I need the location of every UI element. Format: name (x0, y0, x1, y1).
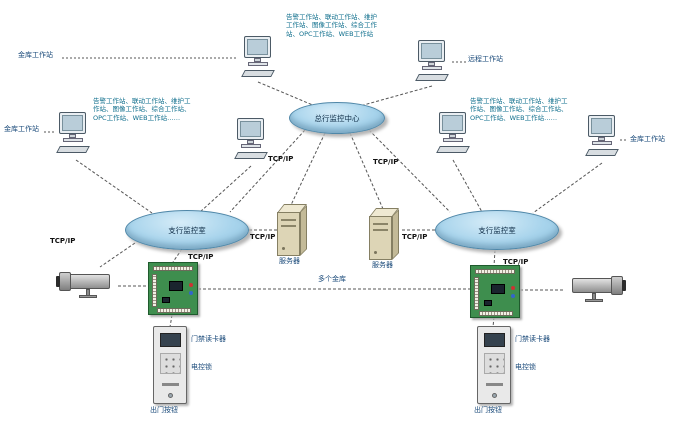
screen (247, 39, 268, 55)
tcpip-label: TCP/IP (268, 155, 294, 163)
keyboard-icon (585, 149, 619, 156)
label-remote-workstation: 远程工作站 (468, 55, 503, 63)
terminal-keypad (160, 353, 181, 374)
screen (240, 121, 261, 137)
server-right (369, 208, 403, 262)
tcpip-label: TCP/IP (250, 233, 276, 241)
tcpip-label: TCP/IP (503, 258, 529, 266)
monitor-icon (588, 115, 615, 137)
tcpip-label: TCP/IP (50, 237, 76, 245)
monitor-icon (439, 112, 466, 134)
tcpip-label: TCP/IP (188, 253, 214, 261)
chip (162, 297, 170, 303)
label-multiple-vaults: 多个金库 (318, 275, 346, 283)
label-vault-workstation-right: 金库工作站 (630, 135, 665, 143)
label-server-right: 服务器 (372, 261, 393, 269)
branch-right-label: 支行监控室 (478, 225, 516, 235)
workstation-computer-left-inner (233, 118, 269, 168)
label-electric-lock-left: 电控锁 (191, 363, 212, 371)
terminal-keypad (484, 353, 505, 374)
monitor-icon (244, 36, 271, 58)
screen (421, 43, 442, 59)
chip (484, 300, 492, 306)
tcpip-label: TCP/IP (373, 158, 399, 166)
label-card-reader-right: 门禁读卡器 (515, 335, 550, 343)
network-ring-head-office: 总行监控中心 (289, 102, 385, 134)
workstation-list-right: 告警工作站、联动工作站、维护工作站、图像工作站、综合工作站、OPC工作站、WEB… (470, 97, 568, 122)
workstation-computer-top-right (414, 40, 450, 90)
label-vault-workstation-left: 金库工作站 (4, 125, 39, 133)
terminal-screen (160, 333, 181, 347)
screen (442, 115, 463, 131)
chip (491, 284, 505, 294)
camera-lens (56, 276, 60, 287)
network-ring-branch-right: 支行监控室 (435, 210, 559, 250)
head-office-label: 总行监控中心 (314, 113, 360, 123)
label-electric-lock-right: 电控锁 (515, 363, 536, 371)
card-slot (486, 383, 503, 386)
network-ring-branch-left: 支行监控室 (125, 210, 249, 250)
label-server-left: 服务器 (279, 257, 300, 265)
branch-left-label: 支行监控室 (168, 225, 206, 235)
card-slot (162, 383, 179, 386)
workstation-computer-right-outer (584, 115, 620, 165)
label-vault-workstation-topleft: 金库工作站 (18, 51, 53, 59)
workstation-computer-top-left (240, 36, 276, 86)
chip (169, 281, 183, 291)
keyboard-icon (56, 146, 90, 153)
workstation-computer-left-outer (55, 112, 91, 162)
screen (62, 115, 83, 131)
terminal-screen (484, 333, 505, 347)
door-access-terminal-left (153, 326, 187, 404)
keyboard-icon (415, 74, 449, 81)
screen (591, 118, 612, 134)
workstation-computer-right-inner (435, 112, 471, 162)
access-controller-board-right (470, 265, 520, 318)
label-card-reader-left: 门禁读卡器 (191, 335, 226, 343)
access-controller-board-left (148, 262, 198, 315)
keyboard-icon (241, 70, 275, 77)
camera-lens (622, 280, 626, 291)
label-exit-button-left: 出门按钮 (150, 406, 178, 414)
door-access-terminal-right (477, 326, 511, 404)
label-exit-button-right: 出门按钮 (474, 406, 502, 414)
keyboard-icon (234, 152, 268, 159)
monitor-icon (418, 40, 445, 62)
cctv-camera-right (564, 270, 626, 304)
monitor-icon (237, 118, 264, 140)
cctv-camera-left (56, 266, 118, 300)
workstation-list-top: 告警工作站、联动工作站、维护工作站、图像工作站、综合工作站、OPC工作站、WEB… (286, 13, 377, 38)
keyboard-icon (436, 146, 470, 153)
server-left (277, 204, 311, 258)
monitor-icon (59, 112, 86, 134)
workstation-list-left: 告警工作站、联动工作站、维护工作站、图像工作站、综合工作站、OPC工作站、WEB… (93, 97, 191, 122)
tcpip-label: TCP/IP (402, 233, 428, 241)
